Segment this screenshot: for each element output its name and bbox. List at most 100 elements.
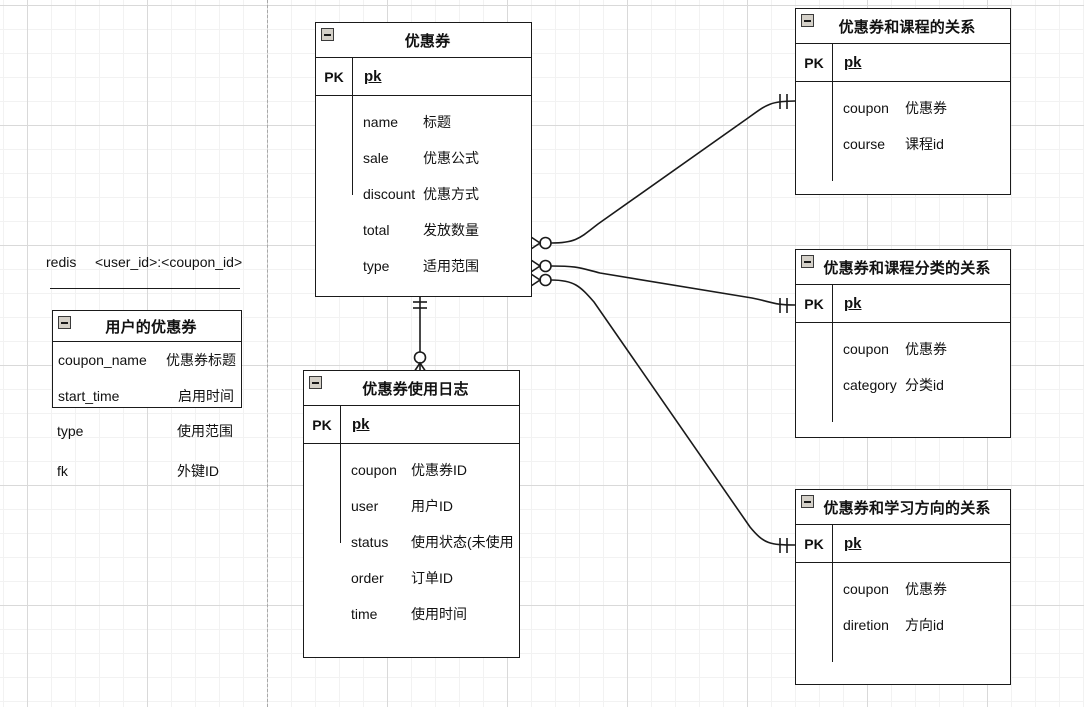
attribute-name: total xyxy=(363,222,390,238)
entity-title-bar: 优惠券和学习方向的关系 xyxy=(796,490,1010,525)
attribute-row: diretion 方向id xyxy=(796,607,1010,643)
attribute-desc: 用户ID xyxy=(411,498,453,514)
entity-title: 用户的优惠券 xyxy=(105,318,197,336)
attribute-desc: 优惠方式 xyxy=(423,186,479,202)
pk-value: pk xyxy=(844,535,862,552)
attribute-row: coupon 优惠券 xyxy=(796,90,1010,126)
attribute-desc: 外键ID xyxy=(177,463,219,479)
entity-title: 优惠券和课程的关系 xyxy=(838,18,976,36)
entity-coupon[interactable]: 优惠券 PK pk name 标题 sale 优惠公式 discount 优惠方… xyxy=(315,22,532,297)
pk-label: PK xyxy=(312,416,332,433)
attribute-name: coupon xyxy=(843,341,889,357)
pk-label: PK xyxy=(804,295,824,312)
entity-coupon-course-relation[interactable]: 优惠券和课程的关系 PK pk coupon 优惠券 course 课程id xyxy=(795,8,1011,195)
entity-title: 优惠券使用日志 xyxy=(362,380,469,398)
attribute-desc: 使用状态(未使用 xyxy=(411,534,514,550)
attribute-desc: 优惠券 xyxy=(905,100,947,116)
attribute-name: coupon xyxy=(351,462,397,478)
pk-column-divider xyxy=(340,406,341,443)
attribute-row: coupon 优惠券 xyxy=(796,331,1010,367)
attribute-desc: 启用时间 xyxy=(178,388,234,404)
pk-value: pk xyxy=(364,68,382,85)
attribute-desc: 分类id xyxy=(905,377,944,393)
attribute-name: order xyxy=(351,570,384,586)
entity-title: 优惠券 xyxy=(404,32,451,50)
attribute-name: time xyxy=(351,606,378,622)
attribute-row: coupon 优惠券ID xyxy=(304,452,519,488)
relationship-coupon-direction xyxy=(530,273,796,553)
attribute-desc: 发放数量 xyxy=(423,222,479,238)
entity-title-bar: 用户的优惠券 xyxy=(53,311,241,342)
pk-column-divider xyxy=(352,58,353,95)
attribute-name: type xyxy=(363,258,390,274)
pk-column-divider xyxy=(832,525,833,562)
collapse-minus-icon[interactable] xyxy=(309,376,322,389)
primary-key-row: PK pk xyxy=(796,525,1010,563)
attribute-row: status 使用状态(未使用 xyxy=(304,524,519,560)
attribute-row: sale 优惠公式 xyxy=(316,140,531,176)
attribute-divider-rule xyxy=(832,563,833,662)
attribute-row: total 发放数量 xyxy=(316,212,531,248)
entity-user-coupon[interactable]: 用户的优惠券 coupon_name 优惠券标题 start_time 启用时间 xyxy=(52,310,242,408)
entity-coupon-usage-log[interactable]: 优惠券使用日志 PK pk coupon 优惠券ID user 用户ID sta… xyxy=(303,370,520,658)
redis-note-value: <user_id>:<coupon_id> xyxy=(95,254,243,270)
collapse-minus-icon[interactable] xyxy=(321,28,334,41)
pk-value: pk xyxy=(352,416,370,433)
attribute-list: coupon 优惠券 diretion 方向id xyxy=(796,563,1010,662)
attribute-name: start_time xyxy=(58,388,120,404)
attribute-row: category 分类id xyxy=(796,367,1010,403)
relationship-coupon-usagelog xyxy=(413,297,427,373)
attribute-row: time 使用时间 xyxy=(304,596,519,632)
collapse-minus-icon[interactable] xyxy=(801,255,814,268)
attribute-row: name 标题 xyxy=(316,104,531,140)
entity-title: 优惠券和学习方向的关系 xyxy=(823,499,991,517)
collapse-minus-icon[interactable] xyxy=(58,316,71,329)
redis-note-underline xyxy=(50,288,240,289)
primary-key-row: PK pk xyxy=(316,58,531,96)
entity-coupon-category-relation[interactable]: 优惠券和课程分类的关系 PK pk coupon 优惠券 category 分类… xyxy=(795,249,1011,438)
attribute-row: start_time 启用时间 xyxy=(53,378,241,414)
page-break-guide xyxy=(267,0,268,707)
attribute-desc: 标题 xyxy=(423,114,451,130)
free-attribute-row-type: type 使用范围 xyxy=(57,421,233,441)
attribute-desc: 使用时间 xyxy=(411,606,467,622)
attribute-name: sale xyxy=(363,150,389,166)
collapse-minus-icon[interactable] xyxy=(801,495,814,508)
attribute-name: fk xyxy=(57,463,68,479)
attribute-desc: 方向id xyxy=(905,617,944,633)
attribute-name: discount xyxy=(363,186,416,202)
pk-label: PK xyxy=(324,68,344,85)
attribute-divider-rule xyxy=(352,96,353,195)
attribute-row: discount 优惠方式 xyxy=(316,176,531,212)
collapse-minus-icon[interactable] xyxy=(801,14,814,27)
entity-coupon-direction-relation[interactable]: 优惠券和学习方向的关系 PK pk coupon 优惠券 diretion 方向… xyxy=(795,489,1011,685)
primary-key-row: PK pk xyxy=(304,406,519,444)
attribute-desc: 适用范围 xyxy=(423,258,479,274)
pk-value: pk xyxy=(844,295,862,312)
primary-key-row: PK pk xyxy=(796,285,1010,323)
pk-label: PK xyxy=(804,54,824,71)
attribute-divider-rule xyxy=(340,444,341,543)
primary-key-row: PK pk xyxy=(796,44,1010,82)
entity-title-bar: 优惠券和课程分类的关系 xyxy=(796,250,1010,285)
entity-title-bar: 优惠券和课程的关系 xyxy=(796,9,1010,44)
attribute-desc: 订单ID xyxy=(411,570,453,586)
attribute-row: type 适用范围 xyxy=(316,248,531,284)
attribute-row: coupon_name 优惠券标题 xyxy=(53,342,241,378)
pk-column-divider xyxy=(832,285,833,322)
attribute-desc: 优惠公式 xyxy=(423,150,479,166)
entity-title: 优惠券和课程分类的关系 xyxy=(823,259,991,277)
attribute-name: category xyxy=(843,377,897,393)
attribute-name: coupon xyxy=(843,581,889,597)
attribute-name: course xyxy=(843,136,886,152)
attribute-name: user xyxy=(351,498,379,514)
attribute-list: coupon 优惠券 category 分类id xyxy=(796,323,1010,422)
attribute-desc: 优惠券标题 xyxy=(166,352,236,368)
relationship-coupon-category xyxy=(530,259,796,313)
attribute-list: coupon 优惠券 course 课程id xyxy=(796,82,1010,181)
entity-title-bar: 优惠券 xyxy=(316,23,531,58)
attribute-name: diretion xyxy=(843,617,889,633)
attribute-row: coupon 优惠券 xyxy=(796,571,1010,607)
relationship-coupon-course xyxy=(530,94,796,250)
